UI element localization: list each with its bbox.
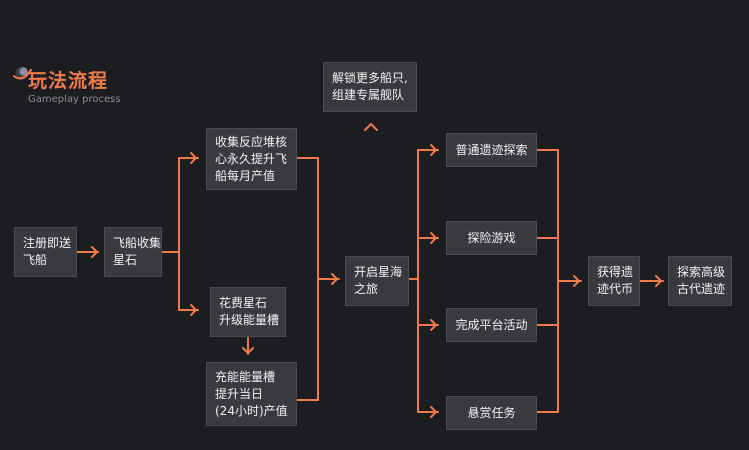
page-title: 玩法流程 — [28, 70, 109, 92]
node-reactor-core: 收集反应堆核 心永久提升飞 船每月产值 — [206, 128, 297, 190]
chevron-icon — [430, 232, 437, 244]
connector-reactor-merge — [296, 157, 319, 401]
chevron-icon — [573, 275, 580, 287]
node-charge-slot: 充能能量槽 提升当日 (24小时)产值 — [206, 362, 297, 426]
chevron-icon — [430, 406, 437, 418]
chevron-icon — [430, 144, 437, 156]
node-advanced-explore: 探索高级 古代遗迹 — [668, 256, 732, 306]
node-register: 注册即送 飞船 — [14, 227, 77, 277]
connector-activity-merge — [536, 149, 559, 413]
node-bounty: 悬赏任务 — [446, 396, 537, 430]
node-collect-stones: 飞船收集 星石 — [104, 227, 162, 277]
node-start-voyage: 开启星海 之旅 — [345, 256, 409, 306]
node-normal-explore: 普通遗迹探索 — [446, 133, 537, 167]
node-unlock-ships: 解锁更多船只, 组建专属舰队 — [323, 62, 417, 112]
chevron-icon — [331, 273, 338, 285]
chevron-icon — [91, 246, 98, 258]
chevron-icon — [190, 152, 197, 164]
chevron-icon — [655, 275, 662, 287]
node-spend-stones: 花费星石 升级能量槽 — [210, 287, 286, 337]
node-platform-tasks: 完成平台活动 — [446, 308, 537, 342]
chevron-icon — [190, 304, 197, 316]
page-subtitle: Gameplay process — [28, 94, 121, 105]
planet-logo-icon — [13, 66, 32, 80]
node-earn-coin: 获得遗 迹代币 — [588, 256, 640, 306]
node-adventure-game: 探险游戏 — [446, 221, 537, 255]
chevron-icon — [430, 319, 437, 331]
chevron-down-icon — [242, 347, 254, 354]
chevron-up-icon — [364, 123, 378, 131]
